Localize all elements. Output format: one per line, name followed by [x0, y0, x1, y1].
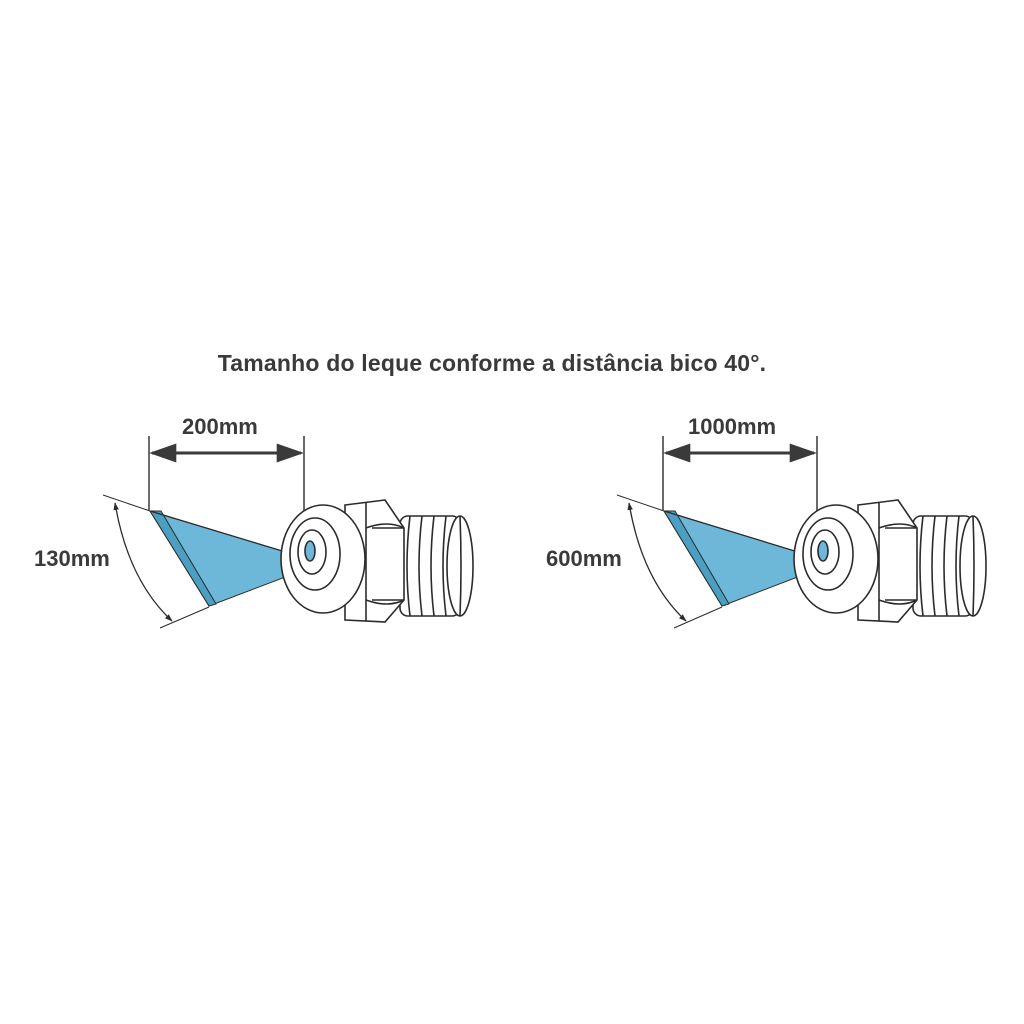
nozzle-diagram-right — [616, 436, 987, 629]
distance-label-left: 200mm — [182, 414, 258, 439]
nozzle-diagram-left — [102, 436, 474, 629]
width-extension-line-left-b — [159, 606, 210, 629]
width-arc-arrow-left — [113, 502, 173, 622]
width-extension-line-left-a — [102, 494, 151, 512]
spray-width-label-right: 600mm — [546, 546, 622, 571]
spray-width-label-left: 130mm — [34, 546, 110, 571]
width-arc-arrow-right — [627, 502, 687, 622]
diagram-title: Tamanho do leque conforme a distância bi… — [217, 350, 767, 376]
width-extension-line-right-b — [673, 606, 723, 629]
nozzle-body-right — [793, 499, 987, 623]
nozzle-body-left — [280, 499, 474, 623]
width-extension-line-right-a — [616, 494, 665, 512]
distance-label-right: 1000mm — [688, 414, 777, 439]
